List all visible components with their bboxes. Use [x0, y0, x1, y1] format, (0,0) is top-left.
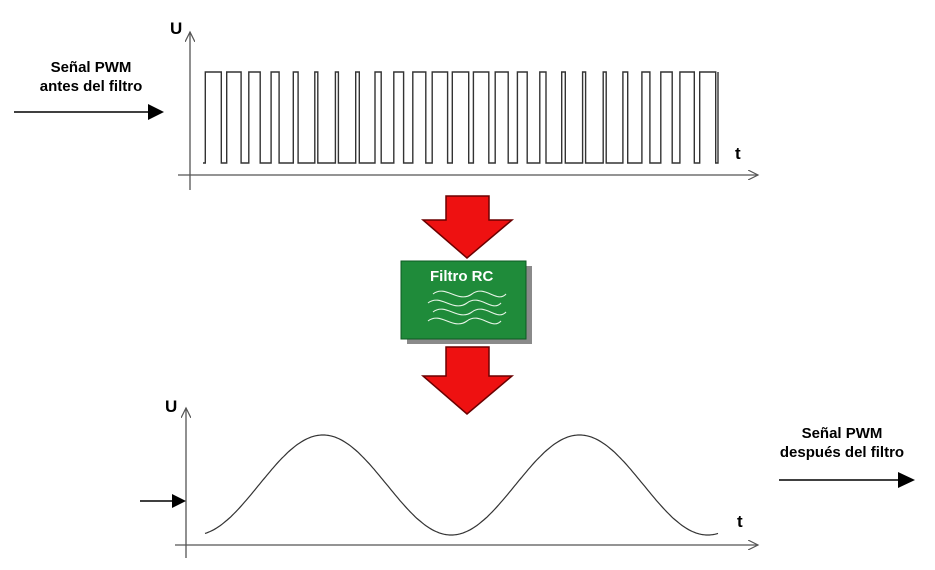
filter-box: [400, 260, 527, 340]
output-x-axis-label: t: [737, 512, 743, 531]
output-y-axis-label: U: [165, 397, 178, 416]
output-signal-label: Señal PWM después del filtro: [762, 425, 922, 463]
output-level-arrow: [140, 494, 186, 508]
input-x-axis-label: t: [735, 144, 741, 163]
input-arrow: [14, 104, 164, 120]
filter-wave-icon: [427, 290, 507, 325]
filter-label: Filtro RC: [430, 268, 494, 285]
output-arrow: [779, 472, 915, 488]
input-label-line1: Señal PWM: [50, 59, 132, 76]
input-label-line2: antes del filtro: [39, 77, 143, 95]
output-label-line2: después del filtro: [779, 443, 905, 461]
red-arrow-down-2: [420, 346, 515, 415]
output-label-line1: Señal PWM: [801, 425, 883, 442]
input-signal-axes: [178, 32, 758, 190]
input-y-axis-label: U: [170, 19, 183, 38]
output-signal-axes: [175, 408, 758, 558]
red-arrow-down-1: [420, 195, 515, 259]
pwm-square-wave: [203, 71, 719, 164]
filtered-sine-wave: [204, 434, 719, 536]
input-signal-label: Señal PWM antes del filtro: [12, 59, 170, 97]
